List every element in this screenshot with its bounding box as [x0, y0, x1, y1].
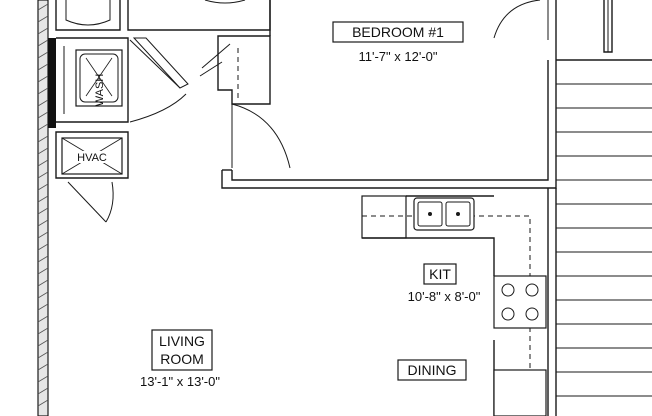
laundry-closet: WASH: [56, 37, 129, 123]
hvac-closet: HVAC: [55, 131, 129, 223]
bedroom-walls: [221, 0, 613, 189]
living-label-group: LIVING ROOM 13'-1" x 13'-0": [140, 329, 220, 389]
hvac-label: HVAC: [77, 152, 107, 164]
exterior-wall-left: [37, 0, 56, 416]
kitchen-counter: [361, 195, 547, 416]
kitchen-name: KIT: [429, 266, 451, 282]
kitchen-dimensions: 10'-8" x 8'-0": [408, 289, 481, 304]
bedroom-dimensions: 11'-7" x 12'-0": [359, 49, 438, 64]
living-dimensions: 13'-1" x 13'-0": [140, 374, 220, 389]
range: [493, 275, 547, 329]
kitchen-label-group: KIT 10'-8" x 8'-0": [408, 263, 481, 304]
washer-label: WASH: [94, 74, 106, 107]
living-name-line1: LIVING: [159, 333, 205, 349]
bedroom-name: BEDROOM #1: [352, 24, 444, 40]
sink: [413, 197, 475, 231]
living-name-line2: ROOM: [160, 351, 204, 367]
hall-closet: [199, 35, 291, 169]
laundry-doors: [129, 37, 189, 123]
bedroom-label-group: BEDROOM #1 11'-7" x 12'-0": [332, 21, 464, 64]
dining-name: DINING: [408, 362, 457, 378]
balcony-treads: [547, 59, 652, 416]
dining-label-group: DINING: [397, 359, 467, 381]
bath-fixture: [55, 0, 271, 31]
